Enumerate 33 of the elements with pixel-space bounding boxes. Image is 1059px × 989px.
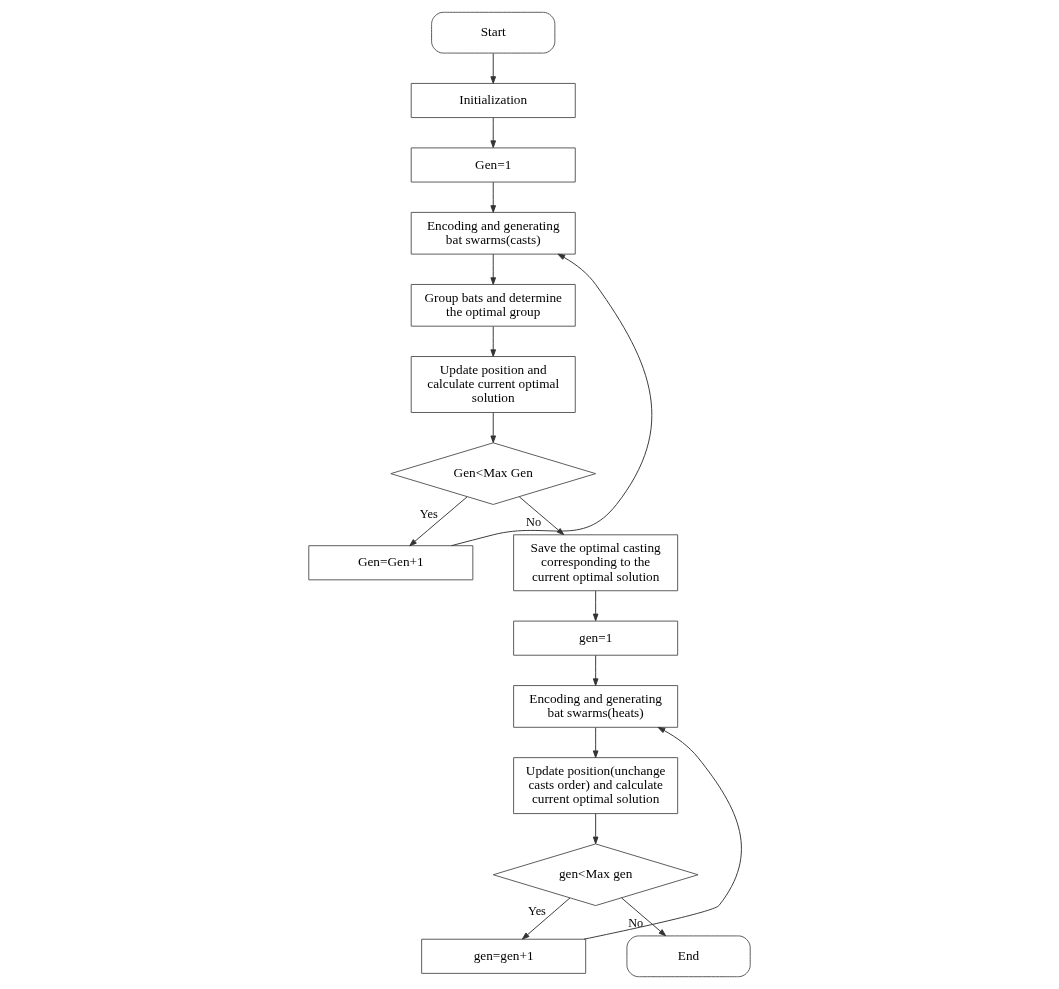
node-box: Encoding and generating bat swarms(heats) xyxy=(513,685,679,728)
node-box: gen=1 xyxy=(513,620,679,656)
arrow xyxy=(490,412,497,443)
arrow xyxy=(490,326,497,357)
arrow xyxy=(490,181,497,213)
edge-label: No xyxy=(526,514,542,529)
node-box: Gen=1 xyxy=(410,147,576,183)
edge-label: No xyxy=(628,915,644,930)
node-box: gen=gen+1 xyxy=(421,938,587,974)
node-box: Update position(unchange casts order) and calculate current optimal solution xyxy=(513,757,679,815)
arrow xyxy=(592,727,599,758)
node-box: Gen=Gen+1 xyxy=(308,545,474,581)
node-box: Update position and calculate current optimal solution xyxy=(410,356,576,413)
edge-label: Yes xyxy=(419,506,438,521)
node-diamond: gen<Max gen xyxy=(492,843,699,907)
arrow xyxy=(592,813,599,845)
node-box: Initialization xyxy=(410,82,576,119)
node-box: Start xyxy=(431,11,556,54)
node-box: End xyxy=(626,935,751,978)
node-box: Group bats and determine the optimal group xyxy=(410,284,576,327)
arrow xyxy=(592,590,599,622)
arrow xyxy=(592,655,599,686)
arrow xyxy=(450,253,653,547)
arrow xyxy=(409,496,468,547)
arrow xyxy=(621,897,667,937)
arrow xyxy=(490,52,497,84)
arrow xyxy=(521,897,571,940)
arrow xyxy=(583,726,742,940)
node-box: Encoding and generating bat swarms(casts) xyxy=(410,211,576,255)
arrow xyxy=(490,253,497,285)
arrow xyxy=(490,117,497,148)
node-diamond: Gen<Max Gen xyxy=(390,442,597,505)
node-box: Save the optimal casting corresponding to the current optimal solution xyxy=(513,534,679,592)
